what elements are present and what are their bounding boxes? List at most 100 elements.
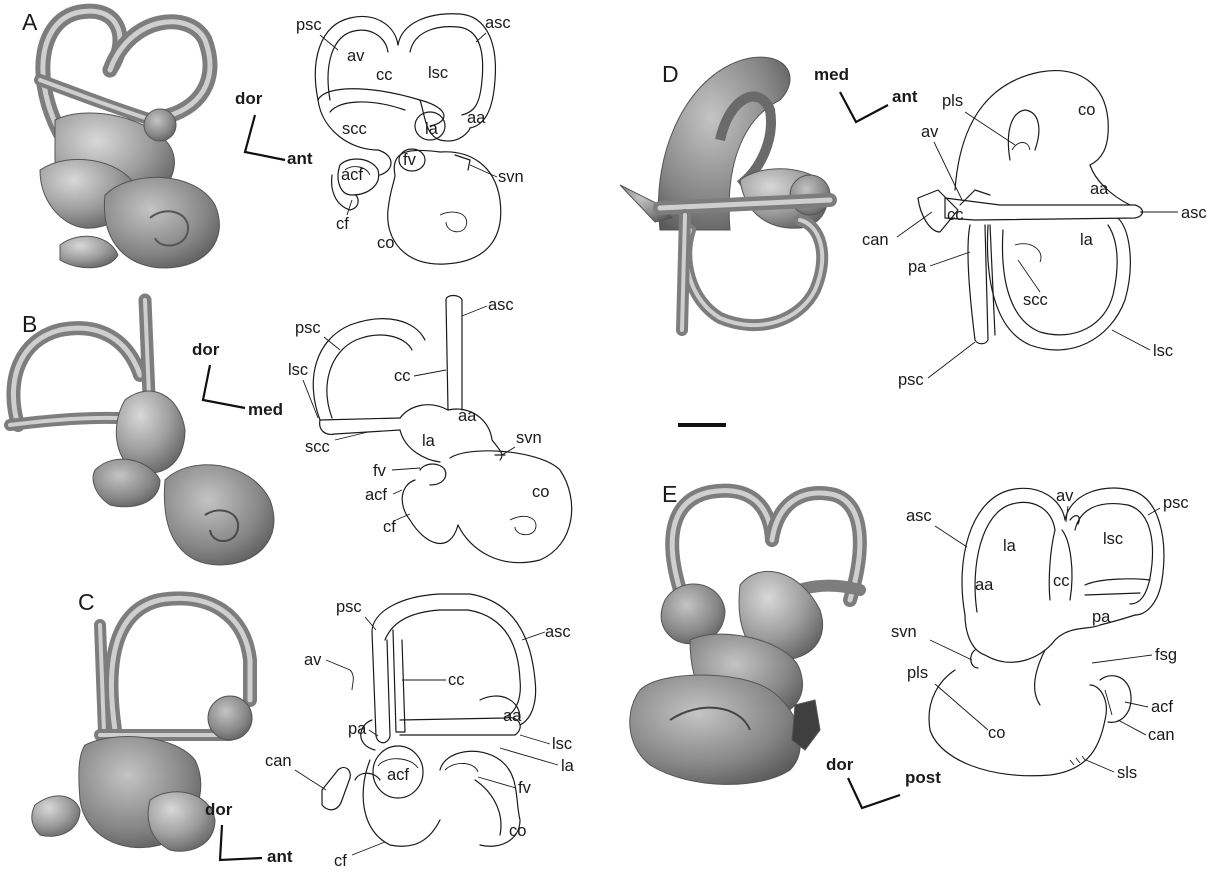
panel-b-letter: B — [22, 311, 37, 337]
panel-d-drawing: pls co av aa asc cc la can pa scc lsc ps… — [862, 71, 1207, 389]
panel-e-axis-vertical: dor — [826, 755, 854, 774]
panel-b-drawing: psc asc lsc cc aa la scc svn fv co acf c… — [288, 296, 572, 563]
panel-b-label-cf: cf — [383, 518, 396, 536]
panel-b-label-psc: psc — [295, 319, 321, 337]
panel-a-label-svn: svn — [498, 168, 524, 186]
panel-b-label-fv: fv — [373, 462, 387, 480]
panel-e-label-av: av — [1056, 487, 1074, 505]
panel-e-drawing: av asc psc la lsc aa cc pa svn fsg pls a… — [891, 487, 1189, 782]
panel-e-label-pls: pls — [907, 664, 928, 682]
panel-a-label-asc: asc — [485, 14, 511, 32]
panel-b-label-asc: asc — [488, 296, 514, 314]
panel-e-label-la: la — [1003, 537, 1017, 555]
panel-a-label-psc: psc — [296, 16, 322, 34]
panel-b-label-la: la — [422, 432, 436, 450]
panel-b-label-aa: aa — [458, 407, 477, 425]
panel-a-label-acf: acf — [341, 166, 363, 184]
panel-b-label-acf: acf — [365, 486, 387, 504]
panel-d-label-asc: asc — [1181, 204, 1207, 222]
panel-a-label-scc: scc — [342, 120, 367, 138]
panel-e-label-svn: svn — [891, 623, 917, 641]
panel-e: E dor post — [630, 481, 1189, 808]
panel-a-drawing: psc asc av cc lsc la aa scc acf fv svn c… — [296, 14, 524, 264]
panel-a-label-lsc: lsc — [428, 64, 448, 82]
panel-b-axis-horizontal: med — [248, 400, 283, 419]
panel-d-label-la: la — [1080, 231, 1094, 249]
panel-d-label-co: co — [1078, 101, 1095, 119]
panel-b-render — [10, 300, 274, 565]
panel-a-axis-horizontal: ant — [287, 149, 313, 168]
panel-d-label-pa: pa — [908, 258, 927, 276]
panel-d-label-av: av — [921, 123, 939, 141]
panel-a-render — [40, 11, 219, 268]
panel-b-label-scc: scc — [305, 438, 330, 456]
panel-e-label-can: can — [1148, 726, 1175, 744]
panel-c-label-cc: cc — [448, 671, 465, 689]
panel-d-label-pls: pls — [942, 92, 963, 110]
panel-c-axis-vertical: dor — [205, 800, 233, 819]
panel-b-axis: dor med — [192, 340, 283, 419]
panel-c-label-cf: cf — [334, 852, 347, 870]
panel-c-label-can: can — [265, 752, 292, 770]
panel-d-letter: D — [662, 61, 679, 87]
panel-d-label-lsc: lsc — [1153, 342, 1173, 360]
panel-a-axis: dor ant — [235, 89, 313, 168]
panel-a-label-cf: cf — [336, 215, 349, 233]
panel-b-label-co: co — [532, 483, 549, 501]
panel-e-label-pa: pa — [1092, 608, 1111, 626]
panel-c-label-fv: fv — [518, 779, 532, 797]
panel-c-label-asc: asc — [545, 623, 571, 641]
panel-e-label-asc: asc — [906, 507, 932, 525]
panel-a: A dor ant — [22, 9, 524, 268]
panel-d-label-scc: scc — [1023, 291, 1048, 309]
panel-c-letter: C — [78, 589, 95, 615]
panel-d-label-psc: psc — [898, 371, 924, 389]
panel-a-label-av: av — [347, 47, 365, 65]
panel-c-label-pa: pa — [348, 720, 367, 738]
panel-c-label-aa: aa — [503, 707, 522, 725]
panel-d-label-aa: aa — [1090, 180, 1109, 198]
panel-e-label-lsc: lsc — [1103, 530, 1123, 548]
panel-a-label-aa: aa — [467, 109, 486, 127]
panel-e-label-sls: sls — [1117, 764, 1137, 782]
panel-c-axis: dor ant — [205, 800, 293, 866]
panel-d-axis: med ant — [814, 65, 918, 122]
panel-c-label-co: co — [509, 822, 526, 840]
panel-a-label-fv: fv — [403, 151, 417, 169]
panel-c: C dor ant — [32, 589, 575, 870]
panel-d-axis-horizontal: ant — [892, 87, 918, 106]
panel-c-label-acf: acf — [387, 766, 409, 784]
panel-b-label-svn: svn — [516, 429, 542, 447]
panel-b-label-lsc: lsc — [288, 361, 308, 379]
panel-c-label-av: av — [304, 651, 322, 669]
panel-e-render — [630, 491, 860, 785]
panel-e-label-fsg: fsg — [1155, 646, 1177, 664]
panel-e-label-aa: aa — [975, 576, 994, 594]
panel-e-label-psc: psc — [1163, 494, 1189, 512]
panel-c-axis-horizontal: ant — [267, 847, 293, 866]
panel-a-axis-vertical: dor — [235, 89, 263, 108]
panel-c-label-psc: psc — [336, 598, 362, 616]
panel-c-drawing: psc asc av cc aa pa lsc la can fv acf co… — [265, 594, 575, 870]
panel-d-axis-vertical: med — [814, 65, 849, 84]
panel-a-label-la: la — [425, 120, 439, 138]
panel-e-axis-horizontal: post — [905, 768, 941, 787]
panel-d-label-cc: cc — [947, 206, 964, 224]
panel-b: B dor med — [10, 296, 572, 566]
panel-e-label-co: co — [988, 724, 1005, 742]
panel-b-axis-vertical: dor — [192, 340, 220, 359]
panel-c-label-la: la — [561, 757, 575, 775]
panel-e-letter: E — [662, 481, 677, 507]
panel-c-label-lsc: lsc — [552, 735, 572, 753]
panel-e-label-cc: cc — [1053, 572, 1070, 590]
panel-b-label-cc: cc — [394, 367, 411, 385]
panel-a-letter: A — [22, 9, 38, 35]
panel-d-render — [620, 57, 830, 330]
panel-d: D med ant — [620, 57, 1207, 389]
panel-a-label-cc: cc — [376, 66, 393, 84]
panel-e-axis: dor post — [826, 755, 941, 808]
panel-a-label-co: co — [377, 234, 394, 252]
panel-d-label-can: can — [862, 231, 889, 249]
